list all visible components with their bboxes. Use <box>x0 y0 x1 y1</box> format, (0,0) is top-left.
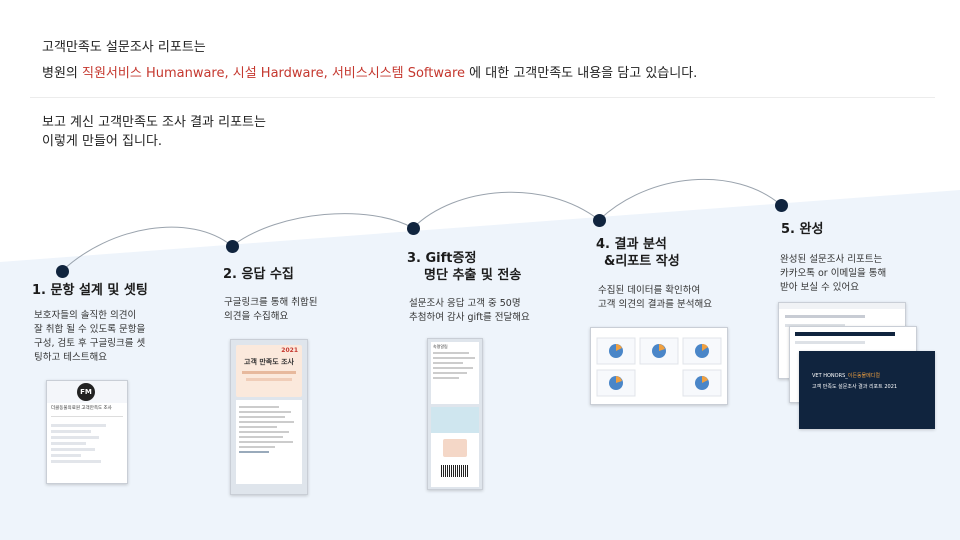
kakao-card-title: 고객 만족도 조사 <box>244 358 294 366</box>
step-1-dot <box>56 265 69 278</box>
step-1-desc-line: 구성, 검토 후 구글링크를 셋 <box>34 338 146 349</box>
step-4-dot <box>593 214 606 227</box>
pie-charts-preview <box>596 337 722 397</box>
intro-line-1: 보고 계신 고객만족도 조사 결과 리포트는 <box>42 115 266 130</box>
step-1-desc-line: 잘 취합 될 수 있도록 문항을 <box>34 324 146 335</box>
step-4-desc-line: 수집된 데이터를 확인하여 <box>598 285 701 296</box>
step-5-desc: 완성된 설문조사 리포트는 카카오톡 or 이메일을 통해 받아 보실 수 있어… <box>780 253 886 295</box>
analysis-report-thumbnail <box>590 327 728 405</box>
report-scope-line: 병원의 직원서비스 Humanware, 시설 Hardware, 서비스시스템… <box>42 62 697 81</box>
step-2-desc: 구글링크를 통해 취합된 의견을 수집해요 <box>224 296 317 324</box>
report-brand-accent: 이든동물메디컬 <box>847 373 880 379</box>
scope-prefix: 병원의 <box>42 66 83 81</box>
gift-message-thumbnail: 속명알림 <box>427 338 483 490</box>
header-divider <box>30 97 935 98</box>
form-screenshot-thumbnail: FM 더클동물의료원 고객만족도 조사 <box>46 380 128 484</box>
step-1-title: 1. 문항 설계 및 셋팅 <box>32 283 148 298</box>
step-3-title-line: 3. Gift증정 <box>407 251 477 266</box>
scope-suffix: 에 대한 고객만족도 내용을 담고 있습니다. <box>465 66 698 81</box>
step-3-title: 3. Gift증정 명단 추출 및 전송 <box>407 250 521 284</box>
step-2-desc-line: 구글링크를 통해 취합된 <box>224 297 318 308</box>
step-4-desc-line: 고객 의견의 결과를 분석해요 <box>598 299 712 310</box>
report-brand-text: VET HONORS_ <box>812 373 848 379</box>
step-2-desc-line: 의견을 수집해요 <box>224 311 289 322</box>
step-4-title-line: 4. 결과 분석 <box>596 237 667 252</box>
step-3-desc: 설문조사 응답 고객 중 50명 추첨하여 감사 gift를 전달해요 <box>409 297 530 325</box>
intro-line-2: 이렇게 만들어 집니다. <box>42 134 163 149</box>
step-2-dot <box>226 240 239 253</box>
step-3-desc-line: 설문조사 응답 고객 중 50명 <box>409 298 521 309</box>
report-cover-title: 고객 만족도 설문조사 결과 리포트 2021 <box>812 384 898 390</box>
step-1-desc-line: 팅하고 테스트해요 <box>34 352 107 363</box>
step-3-desc-line: 추첨하여 감사 gift를 전달해요 <box>409 312 530 323</box>
step-5-dot <box>775 199 788 212</box>
kakao-year: 2021 <box>281 347 298 354</box>
gift-header: 속명알림 <box>433 344 448 349</box>
step-4-title-line: &리포트 작성 <box>604 254 680 269</box>
step-4-desc: 수집된 데이터를 확인하여 고객 의견의 결과를 분석해요 <box>598 284 712 312</box>
form-title: 더클동물의료원 고객만족도 조사 <box>51 406 112 411</box>
intro-text: 보고 계신 고객만족도 조사 결과 리포트는 이렇게 만들어 집니다. <box>42 113 266 151</box>
step-2-title: 2. 응답 수집 <box>223 267 294 282</box>
form-logo-icon: FM <box>77 383 95 401</box>
kakao-message-thumbnail: 2021 고객 만족도 조사 <box>230 339 308 495</box>
step-5-desc-line: 받아 보실 수 있어요 <box>780 282 859 293</box>
step-3-title-line: 명단 추출 및 전송 <box>424 268 522 283</box>
barcode-icon <box>441 465 469 477</box>
step-1-desc: 보호자들의 솔직한 의견이 잘 취합 될 수 있도록 문항을 구성, 검토 후 … <box>34 309 145 365</box>
step-1-desc-line: 보호자들의 솔직한 의견이 <box>34 310 137 321</box>
scope-accent: 직원서비스 Humanware, 시설 Hardware, 서비스시스템 Sof… <box>82 66 466 81</box>
report-cover: VET HONORS_이든동물메디컬 고객 만족도 설문조사 결과 리포트 20… <box>799 351 935 429</box>
step-5-desc-line: 카카오톡 or 이메일을 통해 <box>780 268 887 279</box>
step-3-dot <box>407 222 420 235</box>
step-5-title: 5. 완성 <box>781 222 824 237</box>
step-5-desc-line: 완성된 설문조사 리포트는 <box>780 254 883 265</box>
step-4-title: 4. 결과 분석 &리포트 작성 <box>596 236 680 270</box>
report-brand: VET HONORS_이든동물메디컬 <box>812 372 880 379</box>
report-heading: 고객만족도 설문조사 리포트는 <box>42 40 206 55</box>
